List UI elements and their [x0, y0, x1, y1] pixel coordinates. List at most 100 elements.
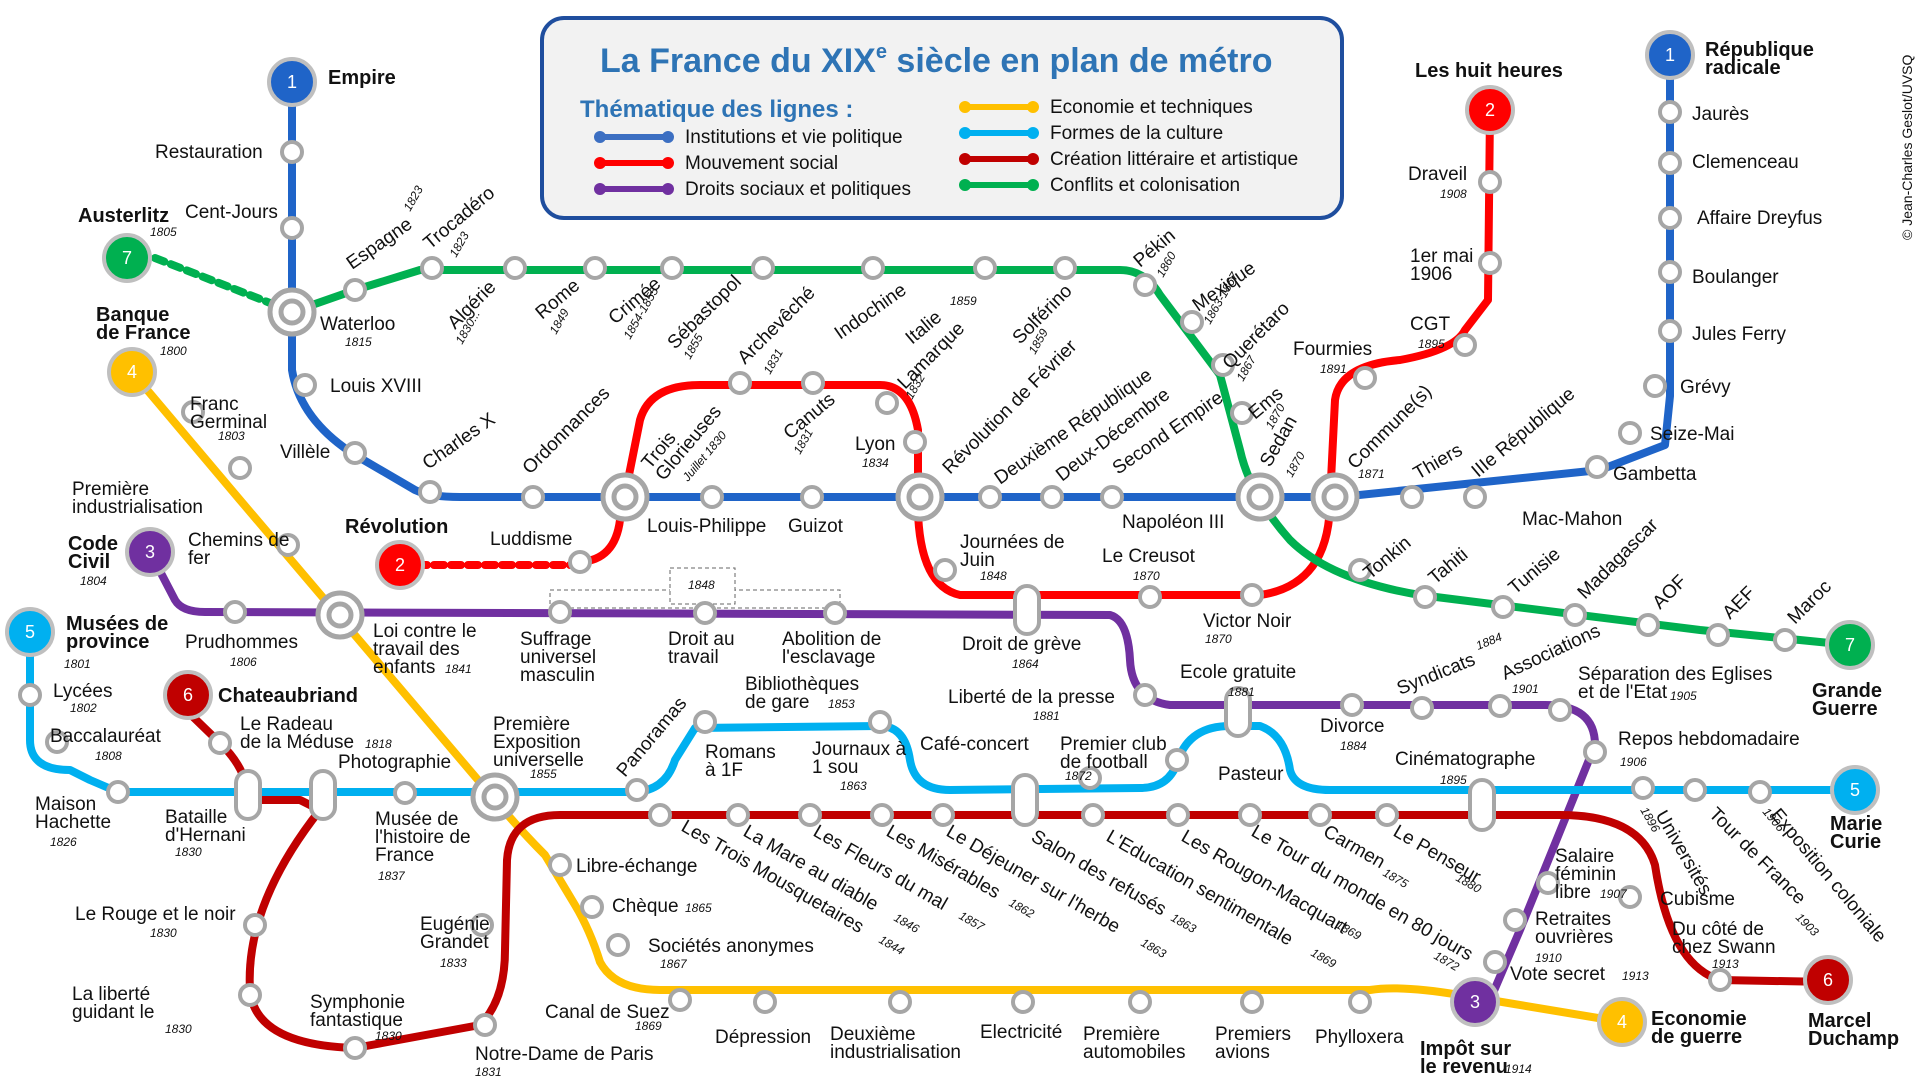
station-dot: [1166, 803, 1190, 827]
station-label: Droit de grève: [962, 634, 1081, 655]
station-label: Villèle: [280, 442, 330, 463]
terminus-marie-curie-number: 5: [1850, 780, 1860, 800]
station-dot: [1040, 485, 1064, 509]
station-year: 1857: [957, 908, 988, 934]
station-label: Phylloxera: [1315, 1027, 1404, 1048]
line-3-purple: [146, 548, 1599, 1004]
legend-item-label: Institutions et vie politique: [685, 127, 903, 148]
station-dot: [625, 778, 649, 802]
station-label: Sébastopol: [664, 271, 746, 353]
station-dot: [1180, 310, 1204, 334]
station-label: Jaurès: [1692, 104, 1749, 125]
station-dot: [1636, 613, 1660, 637]
station-dot: [1618, 421, 1642, 445]
terminus-revolution-number: 2: [395, 555, 405, 575]
terminus-revolution-badge: [375, 540, 425, 590]
interchange-inner: [906, 483, 934, 511]
station-label: Prudhommes: [185, 632, 298, 653]
station-dot: [473, 1013, 497, 1037]
station-dot: [1211, 353, 1235, 377]
station-dot: [1413, 585, 1437, 609]
legend-dot: [662, 183, 674, 195]
station-dot: [1536, 871, 1560, 895]
station-dot: [276, 533, 300, 557]
station-label: Dépression: [715, 1027, 811, 1048]
station-dot: [868, 710, 892, 734]
station-dot: [280, 216, 304, 240]
station-label: Tonkin: [1360, 532, 1416, 583]
station-label: Lycées: [53, 681, 113, 702]
station-dot: [1133, 273, 1157, 297]
legend-item-label: Conflits et colonisation: [1050, 175, 1240, 196]
year-1848-label: 1848: [688, 578, 715, 592]
station-dot: [521, 485, 545, 509]
station-label: Seize-Mai: [1650, 424, 1734, 445]
station-dot: [1353, 366, 1377, 390]
station-year: 1846: [892, 910, 922, 936]
interchange-inner: [611, 483, 639, 511]
station-year: 1864: [1012, 657, 1039, 671]
station-dot: [1658, 319, 1682, 343]
station-year: 1834: [862, 456, 889, 470]
terminus-year: 1801: [64, 657, 91, 671]
station-label: Maroc: [1784, 576, 1836, 628]
station-label: Panoramas: [613, 693, 692, 781]
station-label: Pasteur: [1218, 764, 1284, 785]
station-label: Charles X: [419, 409, 500, 474]
station-year: 1865: [685, 901, 712, 915]
station-dot: [1081, 803, 1105, 827]
terminus-label: Chateaubriand: [218, 685, 358, 707]
station-dot: [888, 990, 912, 1014]
station-year: 1910: [1535, 951, 1562, 965]
station-dot: [393, 781, 417, 805]
station-label: Le Rouge et le noir: [75, 904, 236, 925]
station-year: 1830: [375, 1029, 402, 1043]
interchange-inner: [278, 298, 306, 326]
station-year: 1859: [950, 294, 977, 308]
station-label: Café-concert: [920, 734, 1029, 755]
station-dot: [223, 600, 247, 624]
station-label: Mac-Mahon: [1522, 509, 1622, 530]
station-label: Affaire Dreyfus: [1697, 208, 1822, 229]
station-label: Louis XVIII: [330, 376, 422, 397]
station-dot: [548, 853, 572, 877]
station-dot: [548, 600, 572, 624]
legend-dot: [1027, 179, 1039, 191]
legend-item-label: Droits sociaux et politiques: [685, 179, 911, 200]
legend-dot: [959, 153, 971, 165]
station-label: Cubisme: [1660, 889, 1735, 910]
transfer-station: [1468, 778, 1496, 832]
station-dot: [798, 803, 822, 827]
station-dot: [1011, 990, 1035, 1014]
station-year: 1802: [70, 701, 97, 715]
station-dot: [343, 278, 367, 302]
station-label: Notre-Dame de Paris: [475, 1044, 653, 1065]
station-dot: [420, 256, 444, 280]
legend-item-label: Formes de la culture: [1050, 123, 1223, 144]
line-6-darkred: [184, 708, 1834, 1052]
station-year: 1869: [1309, 945, 1339, 971]
station-dot: [1503, 908, 1527, 932]
terminus-republique-number: 1: [1665, 45, 1675, 65]
transfer-station: [309, 769, 337, 821]
station-label: Repos hebdomadaire: [1618, 729, 1800, 750]
terminus-huit-heures-badge: [1465, 85, 1515, 135]
station-label: Cent-Jours: [185, 202, 278, 223]
station-dot: [933, 558, 957, 582]
station-label: Révolution de Février: [939, 336, 1082, 479]
station-dot: [903, 430, 927, 454]
